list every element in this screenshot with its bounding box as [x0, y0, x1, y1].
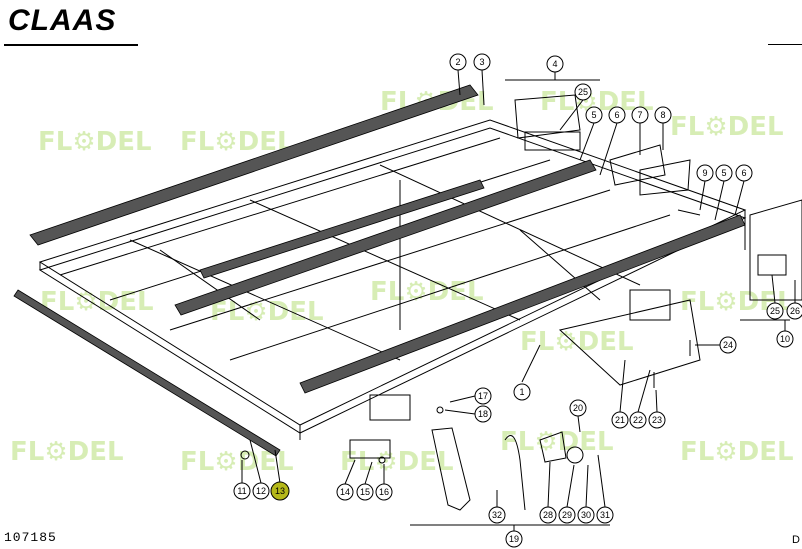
svg-text:16: 16 — [379, 487, 389, 497]
svg-text:28: 28 — [543, 510, 553, 520]
main-frame — [38, 119, 747, 440]
callout-25b: 25 — [766, 274, 784, 320]
callout-5b: 5 — [714, 164, 733, 221]
svg-text:6: 6 — [614, 110, 619, 120]
callout-20: 20 — [569, 399, 587, 433]
svg-text:21: 21 — [615, 415, 625, 425]
watermark-text: FL⚙DEL — [38, 127, 152, 157]
callout-29: 29 — [558, 464, 576, 524]
watermark-text: FL⚙DEL — [670, 112, 784, 142]
callout-11: 11 — [233, 460, 251, 500]
svg-text:22: 22 — [633, 415, 643, 425]
svg-text:6: 6 — [741, 168, 746, 178]
callout-31: 31 — [596, 454, 614, 524]
watermark-text: FL⚙DEL — [520, 327, 634, 357]
svg-text:23: 23 — [652, 415, 662, 425]
callout-7: 7 — [631, 106, 649, 155]
callout-22: 22 — [629, 369, 651, 429]
svg-text:5: 5 — [591, 110, 596, 120]
callout-21: 21 — [611, 359, 629, 429]
svg-text:8: 8 — [660, 110, 665, 120]
svg-text:13: 13 — [275, 486, 285, 496]
page-letter: D — [792, 534, 800, 546]
callout-30: 30 — [577, 464, 595, 524]
svg-text:26: 26 — [790, 306, 800, 316]
watermark-layer: FL⚙DEL FL⚙DEL FL⚙DEL FL⚙DEL FL⚙DEL FL⚙DE… — [10, 87, 794, 477]
watermark-text: FL⚙DEL — [680, 437, 794, 467]
callout-16: 16 — [375, 464, 393, 501]
svg-text:12: 12 — [256, 486, 266, 496]
callout-5: 5 — [579, 106, 603, 161]
watermark-text: FL⚙DEL — [370, 277, 484, 307]
svg-text:29: 29 — [562, 510, 572, 520]
detail-parts — [240, 94, 802, 511]
callout-1: 1 — [513, 344, 541, 401]
svg-text:3: 3 — [479, 57, 484, 67]
svg-text:7: 7 — [637, 110, 642, 120]
callout-26: 26 — [786, 280, 802, 320]
callout-13-highlighted: 13 — [270, 449, 290, 501]
callout-23: 23 — [648, 389, 666, 429]
svg-text:20: 20 — [573, 403, 583, 413]
watermark-text: FL⚙DEL — [10, 437, 124, 467]
logo-underline — [4, 44, 138, 46]
svg-text:10: 10 — [780, 334, 790, 344]
callout-8: 8 — [654, 106, 672, 150]
svg-text:1: 1 — [519, 387, 524, 397]
svg-text:4: 4 — [552, 59, 557, 69]
svg-text:25: 25 — [770, 306, 780, 316]
svg-text:17: 17 — [478, 391, 488, 401]
callout-18: 18 — [444, 405, 492, 423]
callout-32: 32 — [488, 490, 506, 524]
svg-text:24: 24 — [723, 340, 733, 350]
svg-text:9: 9 — [702, 168, 707, 178]
watermark-text: FL⚙DEL — [340, 447, 454, 477]
svg-text:15: 15 — [360, 487, 370, 497]
svg-text:2: 2 — [455, 57, 460, 67]
claas-logo: CLAAS — [8, 4, 117, 37]
svg-text:19: 19 — [509, 534, 519, 544]
callout-6: 6 — [599, 106, 626, 176]
callout-9: 9 — [696, 164, 714, 211]
svg-text:18: 18 — [478, 409, 488, 419]
svg-text:5: 5 — [721, 168, 726, 178]
callout-6b: 6 — [734, 164, 753, 216]
callout-15: 15 — [356, 461, 374, 501]
callouts: 1 2 3 4 5 6 7 8 9 5 6 10 11 12 13 14 15 … — [233, 53, 802, 548]
document-number: 107185 — [4, 530, 57, 545]
callout-10: 10 — [740, 319, 794, 348]
callout-17: 17 — [449, 387, 492, 405]
callout-14: 14 — [336, 459, 356, 501]
svg-text:14: 14 — [340, 487, 350, 497]
callout-24: 24 — [695, 336, 737, 354]
callout-28: 28 — [539, 461, 557, 524]
svg-text:31: 31 — [600, 510, 610, 520]
svg-text:11: 11 — [237, 486, 246, 496]
callout-4: 4 — [505, 55, 600, 81]
header-rule — [768, 44, 802, 45]
svg-text:25: 25 — [578, 87, 588, 97]
seal-strips — [13, 84, 746, 457]
callout-12: 12 — [249, 439, 270, 500]
callout-19: 19 — [410, 524, 610, 548]
svg-text:32: 32 — [492, 510, 502, 520]
callout-25a: 25 — [559, 83, 592, 131]
callout-3: 3 — [473, 53, 491, 106]
watermark-text: FL⚙DEL — [500, 427, 614, 457]
svg-text:30: 30 — [581, 510, 591, 520]
watermark-text: FL⚙DEL — [210, 297, 324, 327]
callout-2: 2 — [449, 53, 467, 96]
